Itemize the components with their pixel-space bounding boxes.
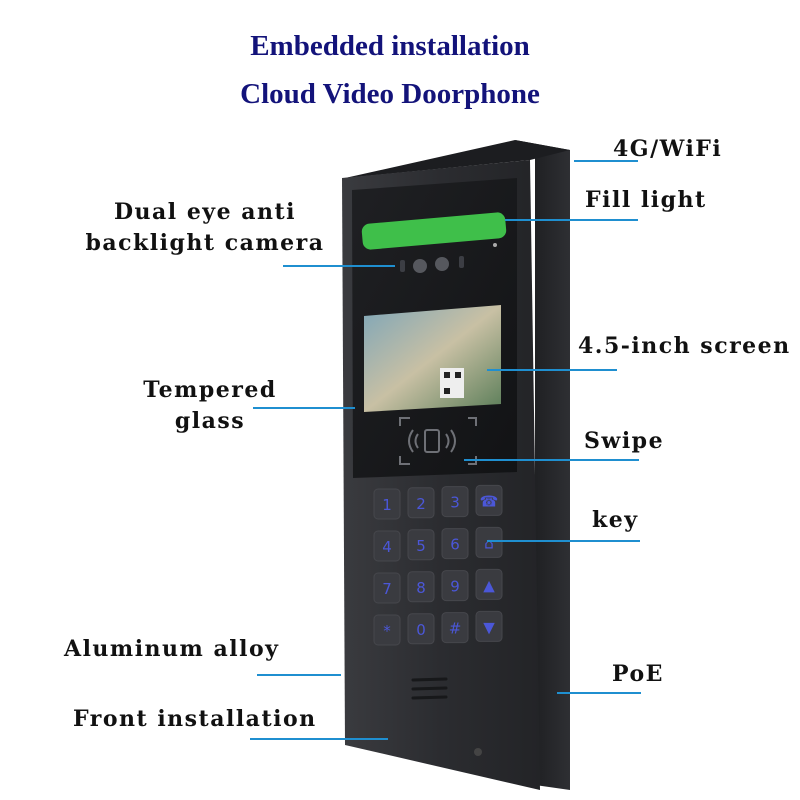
keypad-key <box>475 610 503 642</box>
card-reader-area <box>399 417 477 465</box>
label-aluminum-alloy: Aluminum alloy <box>64 636 280 662</box>
keypad-key <box>441 612 469 644</box>
keypad-key <box>441 570 469 602</box>
label-screen: 4.5-inch screen <box>578 333 791 359</box>
camera-lens-left <box>413 259 427 273</box>
keypad-key <box>407 529 435 561</box>
keypad-key-label: 1 <box>382 496 392 514</box>
keypad-key <box>441 528 469 560</box>
label-camera-line-1: Dual eye anti <box>113 199 297 225</box>
keypad-key <box>373 572 401 604</box>
indicator-dot <box>493 243 497 247</box>
title-line-1: Embedded installation <box>250 30 530 62</box>
speaker-grille <box>411 677 448 700</box>
display-screen <box>364 305 501 412</box>
fill-light-bar <box>361 212 507 250</box>
back-box-top <box>345 140 570 178</box>
line-fill-light <box>505 219 638 221</box>
keypad-key-label: 4 <box>382 538 392 556</box>
keypad-key-label: 9 <box>450 578 460 596</box>
label-front-installation: Front installation <box>73 706 317 732</box>
keypad-key-label: 7 <box>382 580 392 598</box>
keypad-key-label: ▲ <box>483 576 495 594</box>
keypad-key <box>373 530 401 562</box>
line-screen <box>487 369 617 371</box>
camera-lens-right <box>435 257 449 271</box>
label-key: key <box>592 507 639 533</box>
keypad-key <box>475 526 503 558</box>
camera-sensor-left <box>400 260 405 272</box>
keypad-key <box>441 486 469 518</box>
line-wifi <box>574 160 638 162</box>
keypad-key-label: 8 <box>416 579 426 597</box>
keypad-key <box>407 487 435 519</box>
line-poe <box>557 692 641 694</box>
keypad-key-label: ☎ <box>480 492 499 510</box>
label-camera-line-2: backlight camera <box>85 230 325 256</box>
keypad-key-label: # <box>449 620 462 638</box>
label-poe: PoE <box>612 661 664 687</box>
label-glass-line-2: glass <box>174 408 246 434</box>
keypad-key <box>373 614 401 646</box>
label-fill-light: Fill light <box>585 187 707 213</box>
keypad-key <box>407 613 435 645</box>
keypad-key-label: 6 <box>450 536 460 554</box>
keypad-key <box>407 571 435 603</box>
label-4g-wifi: 4G/WiFi <box>613 136 723 162</box>
keypad-key-label: ▼ <box>483 618 495 636</box>
keypad: 1 2 3 ☎ 4 5 6 ⌂ 7 8 9 ▲ * 0 # ▼ <box>373 484 503 646</box>
line-key <box>487 540 640 542</box>
line-camera <box>283 265 395 267</box>
label-glass-line-1: Tempered <box>143 377 277 403</box>
line-aluminum <box>257 674 341 676</box>
title-line-2: Cloud Video Doorphone <box>240 78 540 110</box>
keypad-key-label: 0 <box>416 621 426 639</box>
back-box <box>515 140 570 790</box>
line-swipe <box>464 459 639 461</box>
keypad-key-label: 3 <box>450 494 460 512</box>
label-swipe: Swipe <box>584 428 665 454</box>
keypad-key <box>475 568 503 600</box>
bottom-screw <box>474 748 482 756</box>
line-glass <box>253 407 355 409</box>
keypad-key-label: 5 <box>416 537 426 555</box>
keypad-key-label: * <box>383 622 391 640</box>
keypad-key <box>373 488 401 520</box>
camera-sensor-right <box>459 256 464 268</box>
line-front <box>250 738 388 740</box>
keypad-key <box>475 484 503 516</box>
keypad-key-label: 2 <box>416 495 426 513</box>
keypad-key-label: ⌂ <box>484 534 494 552</box>
